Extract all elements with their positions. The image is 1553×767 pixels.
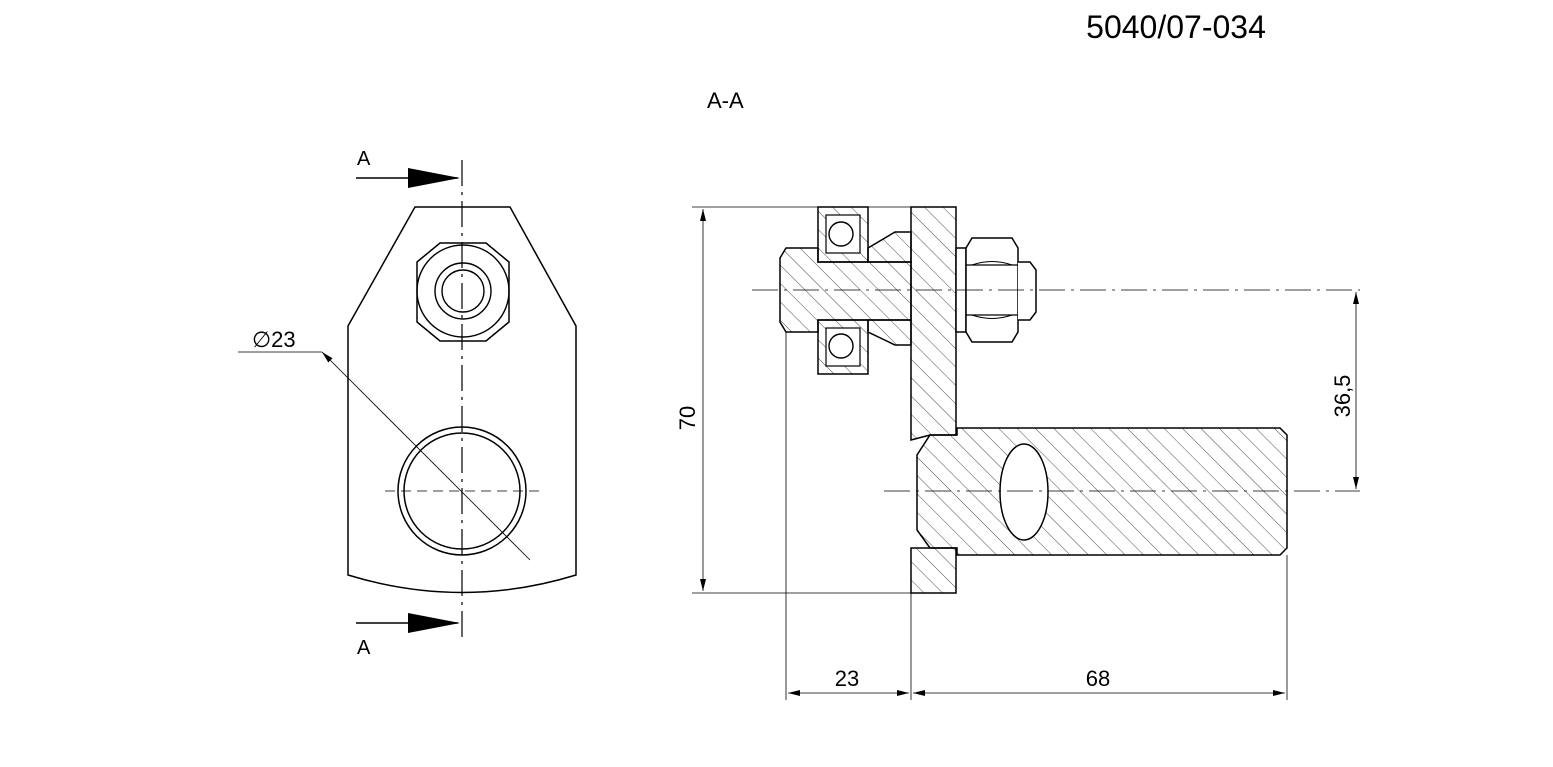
plate-section: [910, 206, 957, 441]
dimension-36-5: 36,5: [1330, 375, 1355, 418]
section-view-title: A-A: [707, 88, 744, 113]
spacer-lower: [867, 319, 912, 346]
dimension-70: 70: [675, 406, 700, 430]
dimension-68: 68: [1086, 666, 1110, 691]
bolt-circle-outer: [434, 262, 492, 320]
bolt-circle-inner: [441, 269, 485, 313]
bolt-tip: [1018, 261, 1037, 321]
section-mark-bottom: A: [357, 637, 371, 659]
section-view: A-A: [675, 88, 1360, 700]
shaft-section: [916, 427, 1288, 556]
section-arrowhead-bottom: [408, 613, 460, 633]
plate-outline: [347, 206, 577, 594]
dimension-23: 23: [835, 666, 859, 691]
front-view: A A ∅23: [238, 148, 577, 659]
bearing-lower: [817, 319, 869, 375]
drawing-number: 5040/07-034: [1086, 9, 1266, 45]
spacer-upper: [867, 231, 912, 263]
shaft-slot: [999, 443, 1049, 541]
section-arrowhead-top: [408, 168, 460, 188]
diameter-label: ∅23: [252, 327, 296, 352]
bearing-upper: [817, 206, 869, 263]
section-mark-top: A: [357, 148, 371, 170]
plate-section-lower: [910, 547, 957, 594]
nut-outer-circle: [416, 244, 510, 338]
nut-hexagon: [416, 242, 510, 342]
diameter-leader-diagonal: [321, 351, 531, 561]
